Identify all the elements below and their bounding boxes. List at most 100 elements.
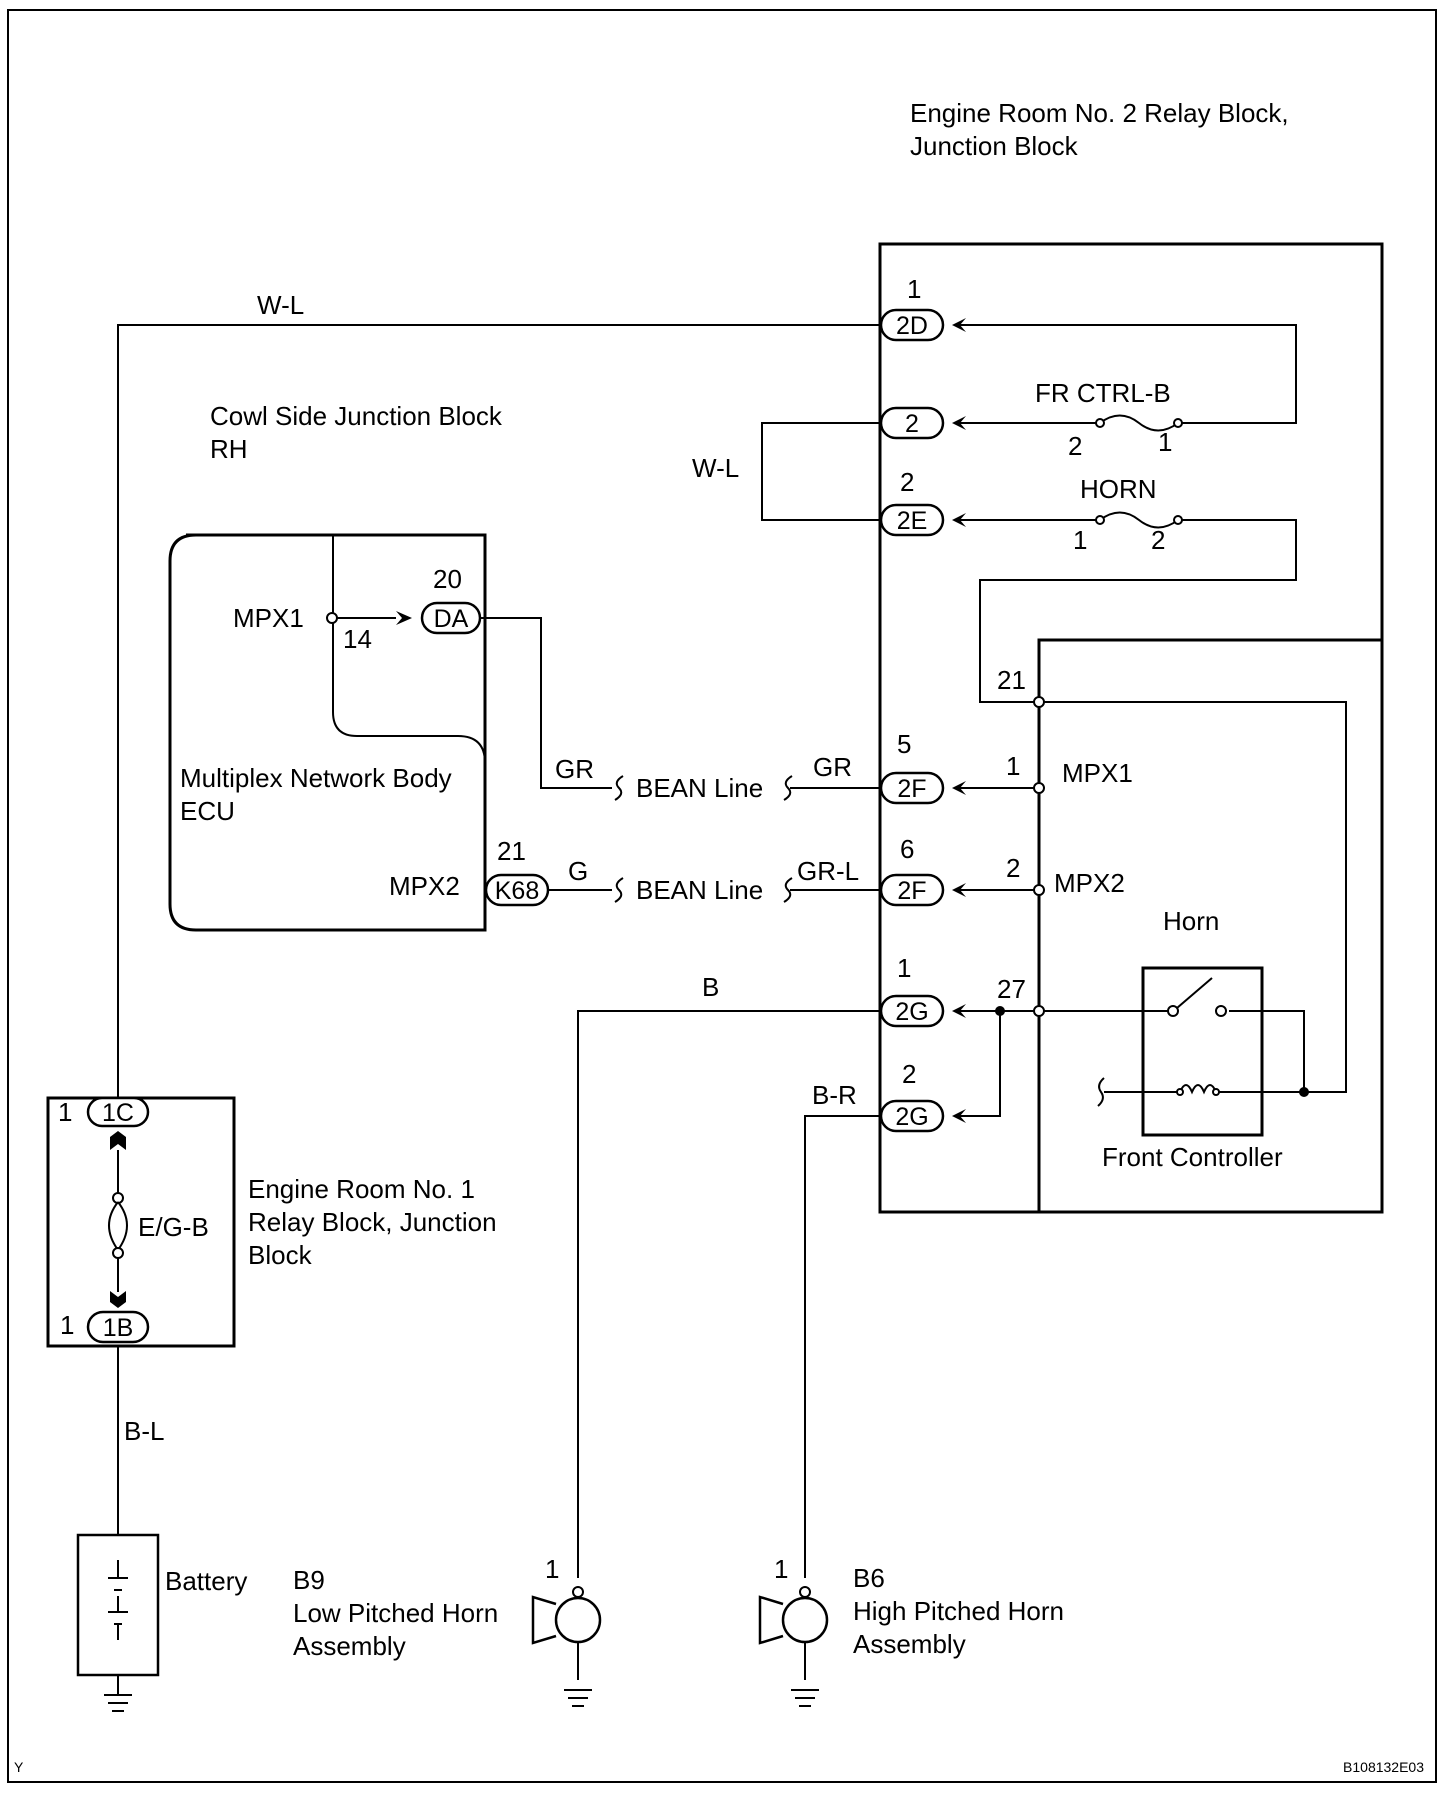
wire-br: B-R xyxy=(812,1080,857,1110)
horn-relay-coil xyxy=(1097,1077,1220,1107)
svg-text:2F: 2F xyxy=(897,877,926,905)
b6-name-line1: High Pitched Horn xyxy=(853,1596,1064,1626)
fuse-horn xyxy=(1095,511,1183,529)
wire-bl: B-L xyxy=(124,1416,164,1446)
pin-2d: 1 xyxy=(907,274,921,304)
pin-b9: 1 xyxy=(545,1554,559,1584)
connector-2e: 2E xyxy=(879,503,966,537)
connector-2d: 2D xyxy=(879,308,966,342)
engine-room-no2-relay-block xyxy=(878,242,1384,1214)
cowl-title-line2: RH xyxy=(210,434,248,464)
b6-code: B6 xyxy=(853,1563,885,1593)
connector-2f-mpx1: 2F xyxy=(879,771,966,805)
svg-text:2E: 2E xyxy=(897,507,928,535)
high-pitched-horn-symbol xyxy=(758,1586,829,1707)
svg-text:2G: 2G xyxy=(895,1103,928,1131)
er1-title-line3: Block xyxy=(248,1240,313,1270)
battery-symbol xyxy=(76,1533,160,1712)
junction-mpx1 xyxy=(1033,782,1045,794)
pin-2g-b: 2 xyxy=(902,1059,916,1089)
pin-2e: 2 xyxy=(900,467,914,497)
ecu-mpx1-label: MPX1 xyxy=(233,603,304,633)
pin-2g-a: 1 xyxy=(897,953,911,983)
b6-name-line2: Assembly xyxy=(853,1629,966,1659)
mpx1-right-label: MPX1 xyxy=(1062,758,1133,788)
mpx2-right-label: MPX2 xyxy=(1054,868,1125,898)
er1-title-line2: Relay Block, Junction xyxy=(248,1207,497,1237)
figure-code: B108132E03 xyxy=(1343,1759,1424,1775)
er1-title-line1: Engine Room No. 1 xyxy=(248,1174,475,1204)
splice-dot-2g xyxy=(995,1006,1005,1016)
ecu-name-line1: Multiplex Network Body xyxy=(180,763,452,793)
battery-label: Battery xyxy=(165,1566,247,1596)
horn-relay xyxy=(1141,966,1264,1137)
svg-text:2D: 2D xyxy=(896,312,928,340)
svg-text:2G: 2G xyxy=(895,998,928,1026)
pin-fr-2: 2 xyxy=(1068,431,1082,461)
pin-27: 27 xyxy=(997,974,1026,1004)
pin-21: 21 xyxy=(997,665,1026,695)
connector-k68: K68 xyxy=(484,873,550,907)
wire-wl-loop: W-L xyxy=(692,453,739,483)
wires xyxy=(117,324,1347,1680)
er2-title-line2: Junction Block xyxy=(910,131,1079,161)
junction-27 xyxy=(1033,1005,1045,1017)
wire-gr-left: GR xyxy=(555,754,594,784)
splice-dot-relay xyxy=(1299,1087,1309,1097)
pin-horn-1: 1 xyxy=(1073,525,1087,555)
bean-line-label-2: BEAN Line xyxy=(636,875,763,905)
svg-text:2F: 2F xyxy=(897,775,926,803)
connector-2g-b: 2G xyxy=(879,994,966,1028)
er2-title-line1: Engine Room No. 2 Relay Block, xyxy=(910,98,1289,128)
pin-k68: 21 xyxy=(497,836,526,866)
connector-1b: 1B xyxy=(86,1291,150,1344)
corner-mark: Y xyxy=(14,1759,24,1775)
junction-ecu-mpx1 xyxy=(326,612,338,624)
b9-code: B9 xyxy=(293,1565,325,1595)
b9-name-line1: Low Pitched Horn xyxy=(293,1598,498,1628)
connector-da: DA xyxy=(336,601,482,635)
fuse-fr-ctrl-b-label: FR CTRL-B xyxy=(1035,378,1171,408)
horn-relay-switch xyxy=(1167,977,1227,1017)
ecu-name-line2: ECU xyxy=(180,796,235,826)
svg-text:1C: 1C xyxy=(102,1099,134,1127)
engine-room-no1-relay-block xyxy=(46,1096,236,1348)
low-pitched-horn-symbol xyxy=(531,1586,602,1707)
pin-mpx1: 1 xyxy=(1006,751,1020,781)
junction-mpx2 xyxy=(1033,884,1045,896)
pin-b6: 1 xyxy=(774,1554,788,1584)
connector-2g-br: 2G xyxy=(879,1099,966,1133)
fuse-horn-label: HORN xyxy=(1080,474,1157,504)
cowl-title-line1: Cowl Side Junction Block xyxy=(210,401,503,431)
bean-break-1b xyxy=(783,775,793,801)
connector-2f-mpx2: 2F xyxy=(879,873,966,907)
fuse-eg-b xyxy=(108,1192,128,1259)
junction-21 xyxy=(1033,696,1045,708)
svg-text:K68: K68 xyxy=(495,877,539,905)
wire-wl-top: W-L xyxy=(257,290,304,320)
svg-text:DA: DA xyxy=(434,605,469,633)
pin-1c: 1 xyxy=(58,1097,72,1127)
svg-text:2: 2 xyxy=(905,410,919,438)
pin-fr-1: 1 xyxy=(1158,427,1172,457)
pin-mpx2: 2 xyxy=(1006,853,1020,883)
ecu-inner-outline xyxy=(332,535,486,764)
pin-2f-b: 6 xyxy=(900,834,914,864)
pin-da: 20 xyxy=(433,564,462,594)
ecu-mpx2-label: MPX2 xyxy=(389,871,460,901)
pin-14: 14 xyxy=(343,624,372,654)
pin-2f-a: 5 xyxy=(897,729,911,759)
bean-break-1a xyxy=(614,775,624,801)
connector-1c: 1C xyxy=(86,1096,150,1150)
horn-relay-label: Horn xyxy=(1163,906,1219,936)
front-controller-label: Front Controller xyxy=(1102,1142,1283,1172)
b9-name-line2: Assembly xyxy=(293,1631,406,1661)
pin-horn-2: 2 xyxy=(1151,525,1165,555)
fuse-fr-ctrl-b xyxy=(1095,414,1183,432)
connector-2: 2 xyxy=(879,406,966,440)
wire-gr-right: GR xyxy=(813,752,852,782)
wire-b: B xyxy=(702,972,719,1002)
fuse-eg-b-label: E/G-B xyxy=(138,1212,209,1242)
bean-line-label-1: BEAN Line xyxy=(636,773,763,803)
wire-grl-right: GR-L xyxy=(797,856,859,886)
